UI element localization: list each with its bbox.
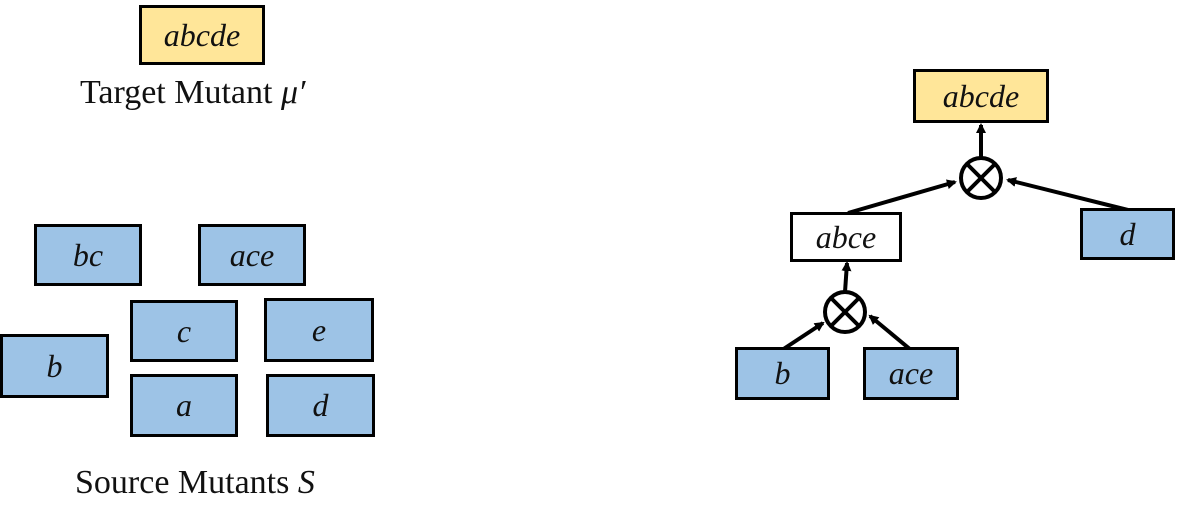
root-mutant-label: abcde	[942, 77, 1020, 114]
source-label-d: d	[312, 387, 329, 423]
tree-label-b: b	[774, 355, 791, 391]
source-mutant-bc: bc	[34, 224, 142, 286]
intermediate-mutant-label: abce	[815, 218, 877, 255]
edge-lower-combine-to-abce	[841, 261, 852, 293]
tree-mutant-ace: ace	[863, 347, 959, 400]
source-mutant-e: e	[264, 298, 374, 362]
lower-combine-icon	[823, 290, 867, 334]
target-mutant-label: abcde	[163, 16, 241, 53]
source-symbol: S	[297, 464, 315, 501]
target-mutant-box: abcde	[139, 5, 265, 65]
target-symbol: μ′	[280, 74, 306, 111]
intermediate-mutant-box: abce	[790, 212, 902, 262]
source-mutant-ace: ace	[198, 224, 306, 286]
source-label-e: e	[311, 311, 327, 348]
source-mutant-c: c	[130, 300, 238, 362]
edge-ace-to-lower-combine	[868, 314, 913, 352]
tree-label-d: d	[1119, 215, 1136, 252]
tree-label-ace: ace	[888, 355, 934, 391]
source-mutant-a: a	[130, 374, 238, 437]
edge-b-to-lower-combine	[780, 321, 825, 352]
target-mutant-caption: Target Mutant μ′	[80, 74, 305, 112]
source-label-b: b	[46, 347, 63, 384]
source-label-bc: bc	[72, 236, 104, 273]
source-mutants-caption: Source Mutants S	[75, 464, 315, 502]
upper-combine-icon	[959, 156, 1003, 200]
target-caption-text: Target Mutant	[80, 74, 273, 111]
edge-abce-to-upper-combine	[847, 179, 957, 215]
edge-d-to-upper-combine	[1006, 177, 1129, 212]
source-label-c: c	[176, 312, 192, 349]
tree-mutant-b: b	[735, 347, 830, 400]
source-label-a: a	[176, 387, 192, 423]
source-caption-text: Source Mutants	[75, 464, 290, 501]
tree-mutant-d: d	[1080, 208, 1175, 260]
source-mutant-b: b	[0, 334, 109, 398]
root-mutant-box: abcde	[913, 69, 1049, 123]
source-label-ace: ace	[229, 236, 275, 273]
source-mutant-d: d	[266, 374, 375, 437]
